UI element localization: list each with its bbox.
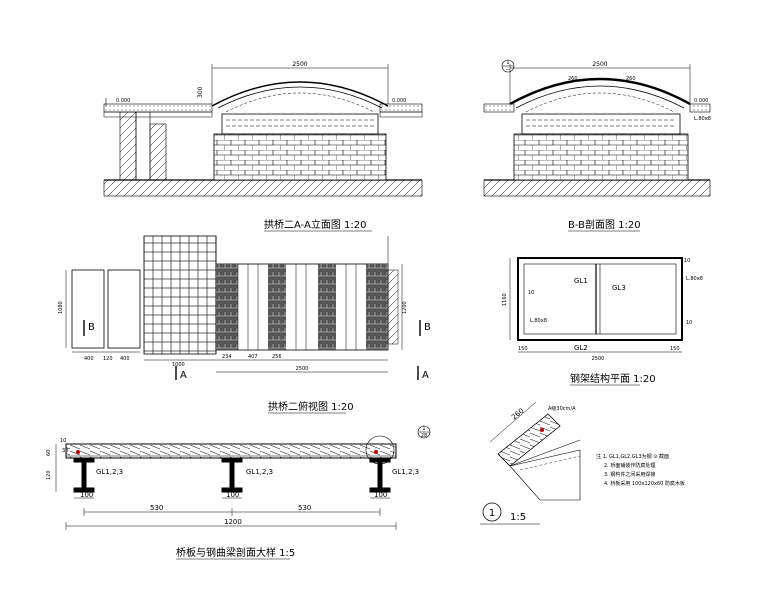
svg-text:—: —: [506, 67, 511, 73]
steel-bottom-dim: 2500: [592, 356, 605, 362]
svg-text:400: 400: [120, 356, 130, 362]
elevation-left-wall: [119, 111, 137, 181]
detail1-note-top: A级30cm/A: [548, 405, 576, 412]
svg-text:400: 400: [84, 356, 94, 362]
svg-text:100: 100: [226, 491, 239, 499]
detail1-scale: 1:5: [510, 512, 526, 523]
section-dim-b: 260: [626, 76, 636, 82]
svg-text:1: 1: [422, 426, 425, 432]
plan-section-b-right: B: [424, 322, 431, 333]
detail-callout-circle: [365, 435, 395, 465]
elevation-arch: [211, 81, 389, 107]
plan-section-a-left: A: [180, 370, 187, 381]
svg-text:100: 100: [374, 491, 387, 499]
detail-title: 桥板与钢曲梁剖面大样 1:5: [176, 546, 295, 559]
svg-text:30: 30: [62, 448, 68, 454]
svg-text:150: 150: [518, 346, 528, 352]
plan-section-b: B: [88, 322, 95, 333]
svg-text:3. 钢构件之间采用焊接: 3. 钢构件之间采用焊接: [604, 471, 655, 478]
deck-beam-detail: GL1,2,3 GL1,2,3 GL1,2,3 100 100 100 530 …: [46, 425, 431, 560]
svg-text:10: 10: [528, 290, 534, 296]
section-brick-abutment: [513, 133, 689, 181]
section-bb-view: 2500 260 260 L.80x8 0.000 1 — B-B剖面图 1:2…: [483, 59, 711, 232]
elevation-right-level: 0.000: [392, 98, 406, 104]
section-title: B-B剖面图 1:20: [568, 218, 641, 231]
svg-text:10: 10: [686, 320, 692, 326]
elevation-left-paving: [103, 103, 213, 113]
elevation-title: 拱桥二A-A立面图 1:20: [264, 218, 367, 231]
detail-1-view: 260 A级30cm/A 注 1. GL1,GL2,GL3为钢 ⊙ 截面 2. …: [480, 401, 685, 525]
plan-total-dim: 2500: [296, 366, 309, 372]
steel-title: 钢架结构平面 1:20: [570, 372, 656, 385]
steel-plan-view: GL1 GL2 GL3 10 10 10 L.80x8 L.80x8 1160 …: [502, 257, 703, 386]
plan-right-dim: 1200: [402, 301, 408, 314]
svg-text:1: 1: [506, 60, 509, 66]
svg-text:10: 10: [60, 438, 66, 444]
svg-text:1000: 1000: [172, 362, 185, 368]
steel-angle-note: L.80x8: [686, 276, 703, 282]
svg-text:GL1,2,3: GL1,2,3: [96, 468, 123, 476]
plan-side-panel-left: [71, 269, 105, 349]
elevation-top-dim: 2500: [292, 61, 307, 68]
svg-text:1: 1: [489, 508, 495, 519]
detail1-dim: 260: [510, 407, 525, 422]
svg-text:100: 100: [80, 491, 93, 499]
svg-text:407: 407: [248, 354, 258, 360]
svg-text:注 1. GL1,GL2,GL3为钢 ⊙ 截面: 注 1. GL1,GL2,GL3为钢 ⊙ 截面: [596, 453, 669, 460]
svg-text:256: 256: [272, 354, 282, 360]
plan-side-panel-right: [107, 269, 141, 349]
detail1-number-circle: [482, 502, 502, 522]
detail1-deck: [497, 413, 561, 467]
detail-beam-left: [73, 457, 95, 493]
svg-text:234: 234: [222, 354, 232, 360]
steel-frame-outer: [517, 257, 683, 341]
svg-text:L.80x8: L.80x8: [530, 318, 547, 324]
plan-tile-grid: [143, 235, 217, 355]
section-top-dim: 2500: [592, 61, 607, 68]
plan-view: 400 120 400 1080 B B 1000 234: [58, 235, 431, 414]
plan-section-a-right: A: [422, 370, 429, 381]
steel-side-dim: 1160: [502, 293, 508, 306]
svg-text:150: 150: [670, 346, 680, 352]
detail-beam-mid: [221, 457, 243, 493]
elevation-brick-abutment: [213, 133, 387, 181]
elevation-rise-dim: 300: [197, 86, 204, 98]
section-dim-a: 260: [568, 76, 578, 82]
detail-total-dim: 1200: [224, 518, 242, 526]
svg-text:530: 530: [150, 504, 163, 512]
svg-text:120: 120: [46, 470, 52, 480]
svg-text:120: 120: [103, 356, 113, 362]
steel-gl3: GL3: [612, 284, 626, 292]
elevation-ground: [103, 179, 423, 197]
elevation-view: 2500 300 0.000 0.000 拱桥二A-A立面图 1:20: [103, 61, 423, 232]
steel-gl1: GL1: [574, 277, 588, 285]
section-ground: [483, 179, 711, 197]
plan-title: 拱桥二俯视图 1:20: [268, 400, 354, 413]
svg-text:GL1,2,3: GL1,2,3: [392, 468, 419, 476]
steel-gl2: GL2: [574, 344, 588, 352]
plan-left-height: 1080: [58, 301, 64, 314]
svg-text:60: 60: [46, 450, 52, 456]
detail-beam-right: [369, 457, 391, 493]
svg-text:28: 28: [421, 433, 427, 439]
svg-text:10: 10: [684, 258, 690, 264]
svg-text:2. 桥面铺装作防腐处理: 2. 桥面铺装作防腐处理: [604, 462, 655, 469]
svg-text:GL1,2,3: GL1,2,3: [246, 468, 273, 476]
svg-text:4. 桥板采用 100x120x60 防腐木板: 4. 桥板采用 100x120x60 防腐木板: [604, 480, 685, 487]
elevation-left-level: 0.000: [116, 98, 130, 104]
section-steel-note: L.80x8: [694, 116, 711, 122]
section-arch: [509, 77, 691, 106]
plan-bridge-deck: [215, 263, 389, 351]
svg-text:530: 530: [298, 504, 311, 512]
section-right-level: 0.000: [694, 98, 708, 104]
